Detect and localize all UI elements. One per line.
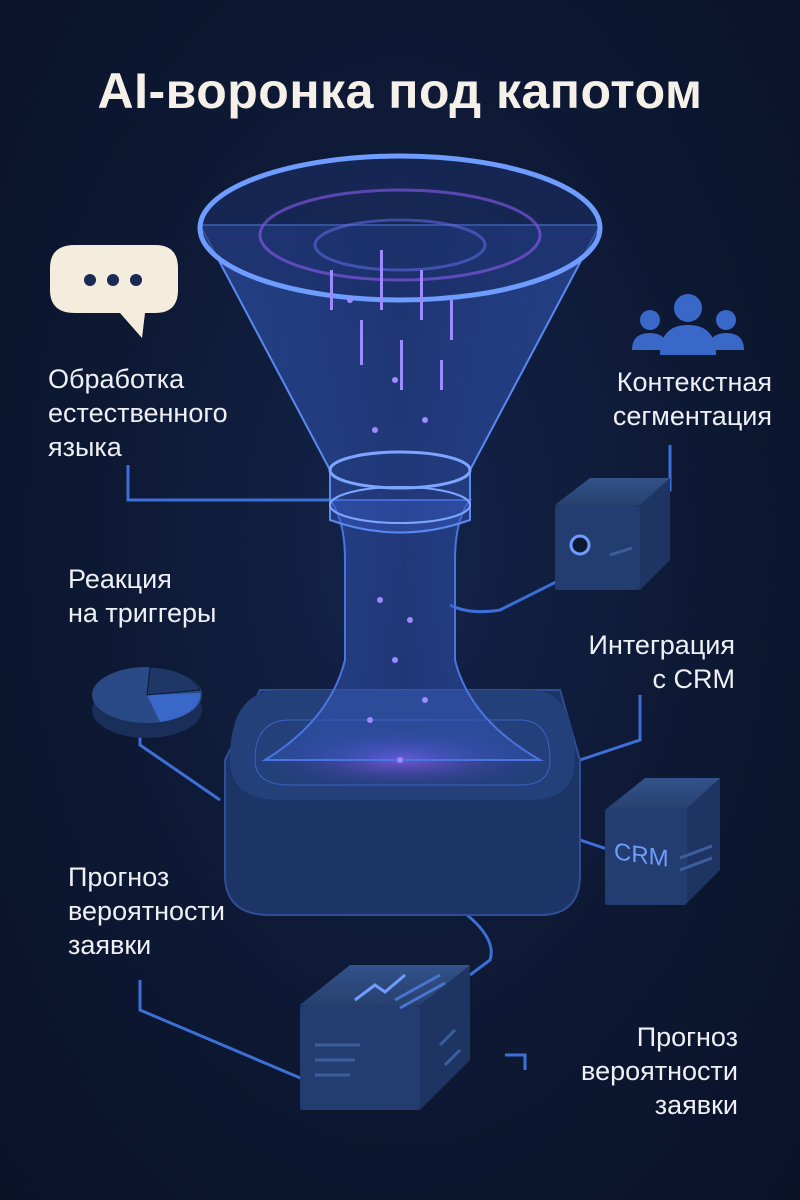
label-line: Прогноз <box>636 1022 738 1052</box>
pie-chart-icon <box>92 666 202 738</box>
segmentation-cube <box>555 478 670 590</box>
label-line: Интеграция <box>588 630 735 660</box>
page-title: AI-воронка под капотом <box>97 63 703 119</box>
analytics-cube <box>300 965 470 1110</box>
label-line: заявки <box>68 930 152 960</box>
label-segmentation: Контекстная сегментация <box>613 365 772 433</box>
label-line: вероятности <box>68 896 225 926</box>
label-line: языка <box>48 432 122 462</box>
crm-cube <box>605 778 720 905</box>
label-forecast-right: Прогноз вероятности заявки <box>581 1020 738 1122</box>
data-particles <box>330 250 453 763</box>
label-line: Обработка <box>48 364 185 394</box>
label-line: вероятности <box>581 1056 738 1086</box>
label-line: Прогноз <box>68 862 170 892</box>
label-triggers: Реакция на триггеры <box>68 562 216 630</box>
label-line: сегментация <box>612 401 772 431</box>
label-line: Реакция <box>68 564 172 594</box>
label-line: с CRM <box>652 664 736 694</box>
label-line: естественного <box>48 398 228 428</box>
chat-bubble-icon <box>50 245 178 338</box>
label-nlp: Обработка естественного языка <box>48 362 228 464</box>
funnel <box>197 153 603 763</box>
label-line: заявки <box>654 1090 738 1120</box>
label-line: Контекстная <box>616 367 772 397</box>
label-line: на триггеры <box>68 598 217 628</box>
users-icon <box>632 294 744 355</box>
label-crm: Интеграция с CRM <box>589 628 735 696</box>
label-forecast-left: Прогноз вероятности заявки <box>68 860 225 962</box>
